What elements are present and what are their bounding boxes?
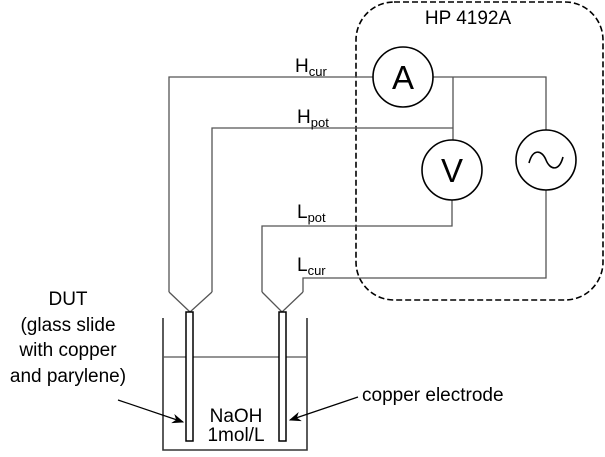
wire-a-to-source (433, 76, 547, 130)
ammeter: A (372, 46, 434, 108)
wire-hcur (168, 76, 373, 292)
copper-electrode (278, 311, 287, 442)
label-hcur: Hcur (295, 56, 327, 79)
electrolyte-name: NaOH (210, 406, 263, 427)
dut-arrow (117, 399, 185, 424)
probe-left (168, 291, 213, 313)
probe-right (261, 291, 304, 313)
ammeter-symbol: A (392, 59, 414, 96)
label-lcur: Lcur (297, 255, 326, 278)
terminal-labels: Hcur Hpot Lpot Lcur (295, 56, 329, 278)
svg-text:DUT: DUT (48, 289, 87, 310)
label-hpot: Hpot (297, 107, 329, 130)
voltmeter: V (421, 139, 483, 201)
copper-electrode-arrow (288, 396, 359, 422)
label-lpot: Lpot (297, 202, 326, 225)
electrolyte-concentration: 1mol/L (207, 425, 264, 446)
dut-electrode (185, 311, 194, 442)
wire-lpot (261, 200, 453, 292)
instrument-enclosure (355, 1, 604, 301)
ac-source (515, 129, 577, 191)
svg-text:and parylene): and parylene) (10, 366, 126, 387)
dut-label: DUT (glass slide with copper and parylen… (10, 289, 126, 387)
voltmeter-symbol: V (441, 152, 463, 189)
svg-text:(glass slide: (glass slide (20, 315, 115, 336)
svg-text:with copper: with copper (18, 340, 117, 361)
instrument-label: HP 4192A (425, 8, 512, 29)
copper-electrode-label: copper electrode (362, 385, 504, 406)
sine-wave-icon (528, 151, 564, 169)
wire-lcur (302, 190, 547, 292)
wires (168, 76, 547, 313)
wire-hpot (211, 127, 453, 292)
